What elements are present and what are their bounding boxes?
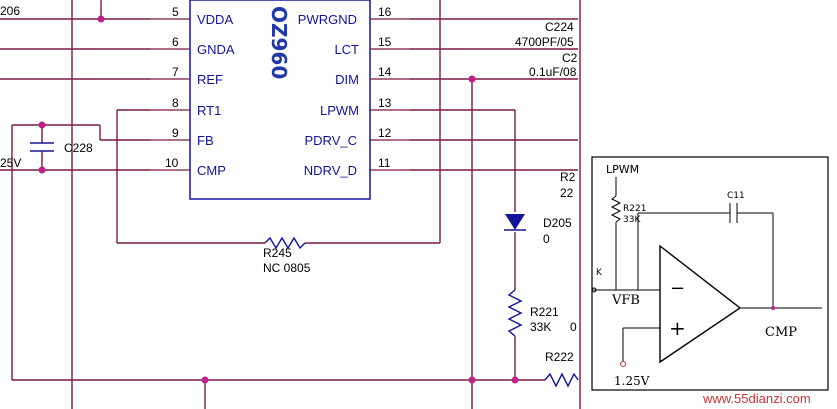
pin-name-fb: FB [197, 133, 214, 148]
pin-name-vdda: VDDA [197, 12, 233, 27]
pin-num-15: 15 [378, 35, 392, 49]
label-d205-value: 0 [543, 232, 550, 246]
pin-name-pdrv-c: PDRV_C [304, 133, 357, 148]
inset-label-minus: − [670, 278, 685, 299]
resistor-r245 [264, 236, 306, 250]
inset-label-r221-value: 33K [623, 215, 641, 225]
label-c2-value: 0.1uF/08 [529, 65, 577, 79]
label-r221: R221 [530, 305, 559, 319]
inset-label-k: K [596, 268, 603, 278]
pin-num-13: 13 [378, 96, 392, 110]
pin-name-lct: LCT [334, 42, 359, 57]
pin-num-5: 5 [172, 5, 179, 19]
label-c224-value: 4700PF/05 [515, 35, 574, 49]
resistor-r221 [507, 289, 523, 337]
chip-name: OZ960 [267, 6, 291, 79]
wires [0, 0, 581, 409]
pin-name-dim: DIM [335, 72, 359, 87]
label-c2: C2 [562, 51, 578, 65]
inset-label-r221: R221 [623, 204, 646, 214]
pin-num-16: 16 [378, 5, 392, 19]
ic-oz960: 5 6 7 8 9 10 VDDA GNDA REF RT1 FB CMP 16… [150, 0, 410, 200]
label-r222: R222 [545, 350, 574, 364]
pin-name-lpwm: LPWM [320, 103, 359, 118]
label-r2x-value: 22 [560, 186, 574, 200]
pin-name-rt1: RT1 [197, 103, 221, 118]
label-c228: C228 [64, 141, 93, 155]
inset-label-c11: C11 [727, 191, 745, 201]
label-net-206: 206 [0, 4, 20, 18]
pin-name-ref: REF [197, 72, 223, 87]
pin-num-9: 9 [172, 126, 179, 140]
inset-error-amplifier [591, 156, 829, 391]
label-r221-value: 33K [530, 320, 551, 334]
watermark: www.55dianzi.com [702, 391, 811, 406]
pin-name-pwrgnd: PWRGND [298, 12, 357, 27]
inset-label-plus: + [669, 316, 686, 340]
capacitor-c228 [30, 125, 54, 170]
pin-name-gnda: GNDA [197, 42, 235, 57]
pin-num-6: 6 [172, 35, 179, 49]
label-r2x: R2 [560, 170, 576, 184]
pin-num-11: 11 [378, 156, 391, 170]
pin-num-10: 10 [165, 156, 179, 170]
pin-num-8: 8 [172, 96, 179, 110]
inset-label-vfb: VFB [611, 293, 640, 308]
pin-num-7: 7 [172, 65, 179, 79]
label-d205: D205 [543, 216, 572, 230]
junctions [38, 15, 519, 384]
resistor-r222 [544, 372, 579, 388]
label-r245: R245 [263, 246, 292, 260]
label-25v: 25V [0, 156, 21, 170]
pin-num-12: 12 [378, 126, 392, 140]
label-r221-tail: 0 [570, 320, 577, 334]
label-r245-value: NC 0805 [263, 261, 311, 275]
diode-d205 [504, 214, 526, 231]
inset-label-lpwm: LPWM [606, 163, 639, 176]
pin-name-ndrv-d: NDRV_D [304, 163, 357, 178]
inset-label-vref: 1.25V [614, 374, 650, 388]
pin-name-cmp: CMP [197, 163, 226, 178]
pin-num-14: 14 [378, 65, 392, 79]
label-c224: C224 [545, 20, 574, 34]
inset-label-cmp: CMP [765, 325, 797, 340]
